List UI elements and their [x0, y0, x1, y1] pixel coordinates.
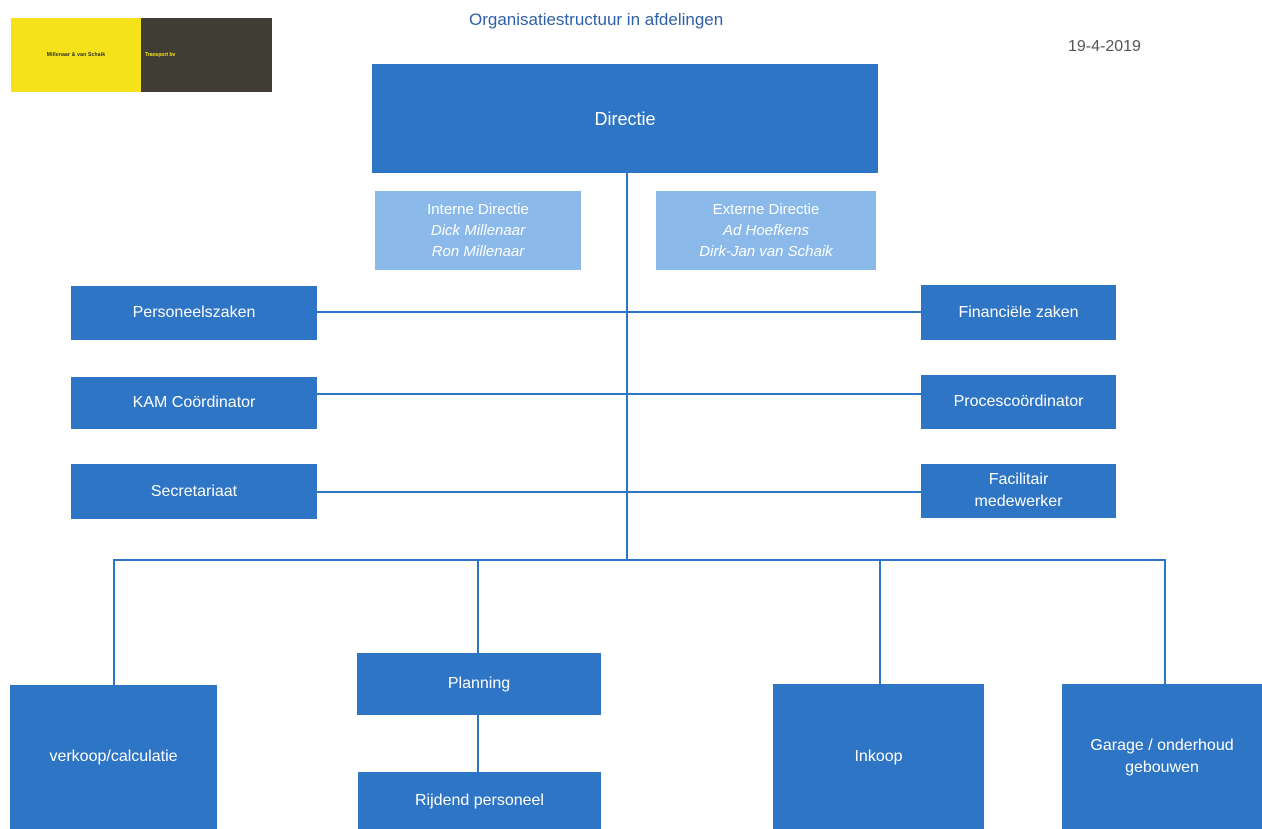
connector-row-1: [316, 311, 922, 313]
planning-rijdend-connector: [477, 715, 479, 772]
connector-row-3: [316, 491, 922, 493]
interne-directie-box: Interne Directie Dick Millenaar Ron Mill…: [375, 191, 581, 270]
date-label: 19-4-2019: [1068, 38, 1141, 55]
secretariaat-box: Secretariaat: [71, 464, 317, 519]
facilitair-medewerker-box: Facilitair medewerker: [921, 464, 1116, 518]
planning-box: Planning: [357, 653, 601, 715]
facilitair-line-1: Facilitair: [988, 471, 1049, 488]
facilitair-line-2: medewerker: [974, 493, 1063, 510]
logo-left-text: Millenaar & van Schaik: [46, 52, 106, 58]
logo-right-text: Transport bv: [145, 52, 176, 58]
externe-directie-heading: Externe Directie: [712, 201, 820, 218]
interne-directie-member: Ron Millenaar: [431, 243, 525, 260]
interne-directie-member: Dick Millenaar: [430, 222, 526, 239]
directie-box: Directie: [372, 64, 878, 173]
externe-directie-member: Ad Hoefkens: [723, 222, 809, 239]
company-logo: Millenaar & van Schaik Transport bv: [11, 18, 272, 92]
rijdend-personeel-box: Rijdend personeel: [358, 772, 601, 829]
department-bus-line: [113, 559, 1166, 561]
financiele-zaken-box: Financiële zaken: [921, 285, 1116, 340]
inkoop-box: Inkoop: [773, 684, 984, 829]
trunk-line: [626, 173, 628, 560]
logo-yellow-panel: Millenaar & van Schaik: [11, 18, 141, 92]
page-title: Organisatiestructuur in afdelingen: [469, 10, 724, 29]
garage-onderhoud-box: Garage / onderhoud gebouwen: [1062, 684, 1262, 829]
drop-planning: [477, 559, 479, 653]
externe-directie-box: Externe Directie Ad Hoefkens Dirk-Jan va…: [656, 191, 876, 270]
drop-inkoop: [879, 559, 881, 684]
drop-garage: [1164, 559, 1166, 684]
drop-verkoop: [113, 559, 115, 685]
garage-line-2: gebouwen: [1125, 758, 1199, 776]
garage-line-1: Garage / onderhoud: [1090, 736, 1234, 754]
connector-row-2: [316, 393, 922, 395]
verkoop-calculatie-box: verkoop/calculatie: [10, 685, 217, 829]
kam-coordinator-box: KAM Coördinator: [71, 377, 317, 429]
procescoordinator-box: Procescoördinator: [921, 375, 1116, 429]
interne-directie-heading: Interne Directie: [427, 201, 529, 218]
externe-directie-member: Dirk-Jan van Schaik: [699, 243, 833, 260]
logo-dark-panel: Transport bv: [141, 18, 272, 92]
personeelszaken-box: Personeelszaken: [71, 286, 317, 340]
